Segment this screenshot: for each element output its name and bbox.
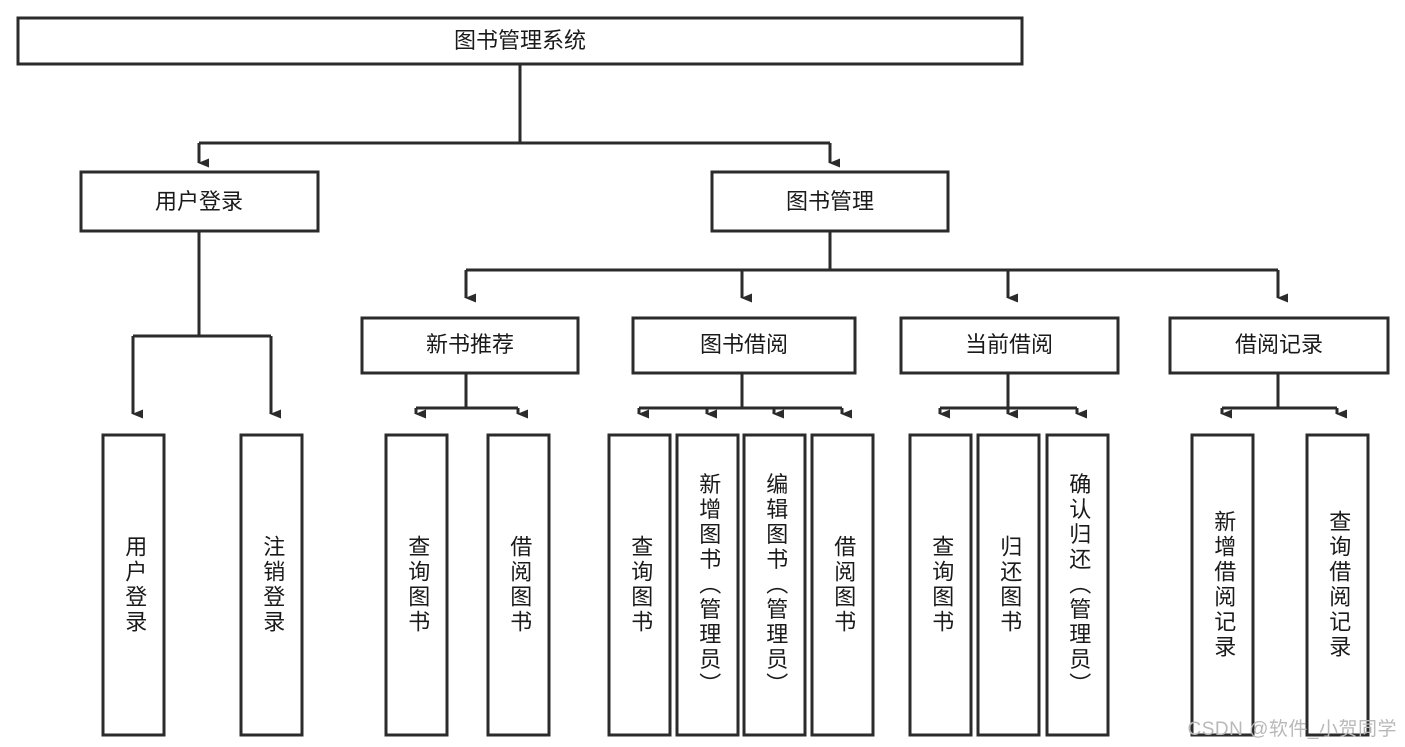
leaf-current-confirm-return-box[interactable] — [1045, 433, 1110, 737]
leaf-borrow-borrow-book-box[interactable] — [810, 433, 875, 737]
leaf-new-book-query-label: 查询图书 — [405, 535, 430, 635]
node-user-login-label: 用户登录 — [155, 189, 243, 214]
leaf-borrow-add-book-box[interactable] — [675, 433, 740, 737]
node-new-book-recommend-label: 新书推荐 — [426, 332, 514, 357]
node-current-borrow[interactable]: 当前借阅 — [899, 316, 1120, 375]
node-book-management[interactable]: 图书管理 — [710, 170, 950, 233]
connector-group-new-book — [414, 373, 528, 419]
leaf-record-query-record[interactable]: 查询借阅记录 — [1305, 433, 1370, 737]
leaf-user-login-logout-box[interactable] — [239, 433, 304, 737]
leaf-borrow-borrow-book-label: 借阅图书 — [831, 535, 856, 635]
leaf-new-book-query-box[interactable] — [384, 433, 449, 737]
leaf-user-login-login[interactable]: 用户登录 — [101, 433, 166, 737]
node-current-borrow-box[interactable] — [899, 316, 1120, 375]
leaf-borrow-add-book-label: 新增图书（管理员） — [696, 473, 721, 698]
connector-group-root — [197, 64, 840, 168]
leaf-current-query-book-label: 查询图书 — [929, 535, 954, 635]
leaf-current-confirm-return-label: 确认归还（管理员） — [1066, 473, 1091, 698]
node-new-book-recommend[interactable]: 新书推荐 — [360, 316, 580, 375]
leaf-new-book-borrow[interactable]: 借阅图书 — [486, 433, 551, 737]
leaf-borrow-borrow-book[interactable]: 借阅图书 — [810, 433, 875, 737]
leaf-user-login-login-box[interactable] — [101, 433, 166, 737]
node-root-label: 图书管理系统 — [454, 28, 586, 53]
leaf-record-query-record-box[interactable] — [1305, 433, 1370, 737]
leaf-borrow-query-book-box[interactable] — [607, 433, 672, 737]
node-book-borrow-box[interactable] — [631, 316, 857, 375]
node-borrow-record[interactable]: 借阅记录 — [1168, 316, 1390, 375]
leaf-record-add-record-box[interactable] — [1190, 433, 1255, 737]
leaf-borrow-query-book[interactable]: 查询图书 — [607, 433, 672, 737]
node-root-system[interactable]: 图书管理系统 — [16, 16, 1024, 66]
leaf-record-query-record-label: 查询借阅记录 — [1326, 510, 1351, 660]
leaf-current-return-book-box[interactable] — [976, 433, 1041, 737]
node-book-management-box[interactable] — [710, 170, 950, 233]
leaf-borrow-edit-book-label: 编辑图书（管理员） — [763, 473, 788, 698]
connector-group-current-borrow — [938, 373, 1087, 419]
leaf-user-login-logout-label: 注销登录 — [260, 535, 285, 635]
leaf-borrow-edit-book[interactable]: 编辑图书（管理员） — [742, 433, 807, 737]
leaf-current-return-book[interactable]: 归还图书 — [976, 433, 1041, 737]
connector-group-user-login — [131, 231, 281, 419]
connector-group-book-mgmt — [464, 231, 1288, 303]
leaf-record-add-record-label: 新增借阅记录 — [1211, 510, 1236, 660]
connector-group-borrow-record — [1220, 373, 1347, 419]
node-book-borrow[interactable]: 图书借阅 — [631, 316, 857, 375]
node-book-management-label: 图书管理 — [786, 189, 874, 214]
leaf-borrow-query-book-label: 查询图书 — [628, 535, 653, 635]
leaf-current-query-book[interactable]: 查询图书 — [908, 433, 973, 737]
leaf-user-login-login-label: 用户登录 — [122, 535, 147, 635]
node-borrow-record-label: 借阅记录 — [1235, 332, 1323, 357]
connector-group-book-borrow — [637, 373, 852, 419]
leaf-current-query-book-box[interactable] — [908, 433, 973, 737]
leaf-current-return-book-label: 归还图书 — [997, 535, 1022, 635]
node-book-borrow-label: 图书借阅 — [700, 332, 788, 357]
node-root-box[interactable] — [16, 16, 1024, 66]
leaf-user-login-logout[interactable]: 注销登录 — [239, 433, 304, 737]
leaf-current-confirm-return[interactable]: 确认归还（管理员） — [1045, 433, 1110, 737]
leaf-record-add-record[interactable]: 新增借阅记录 — [1190, 433, 1255, 737]
node-user-login-box[interactable] — [79, 170, 320, 233]
leaf-new-book-borrow-box[interactable] — [486, 433, 551, 737]
leaf-borrow-edit-book-box[interactable] — [742, 433, 807, 737]
leaf-new-book-borrow-label: 借阅图书 — [507, 535, 532, 635]
leaf-new-book-query[interactable]: 查询图书 — [384, 433, 449, 737]
node-new-book-recommend-box[interactable] — [360, 316, 580, 375]
node-current-borrow-label: 当前借阅 — [965, 332, 1053, 357]
node-user-login[interactable]: 用户登录 — [79, 170, 320, 233]
node-borrow-record-box[interactable] — [1168, 316, 1390, 375]
leaf-borrow-add-book[interactable]: 新增图书（管理员） — [675, 433, 740, 737]
